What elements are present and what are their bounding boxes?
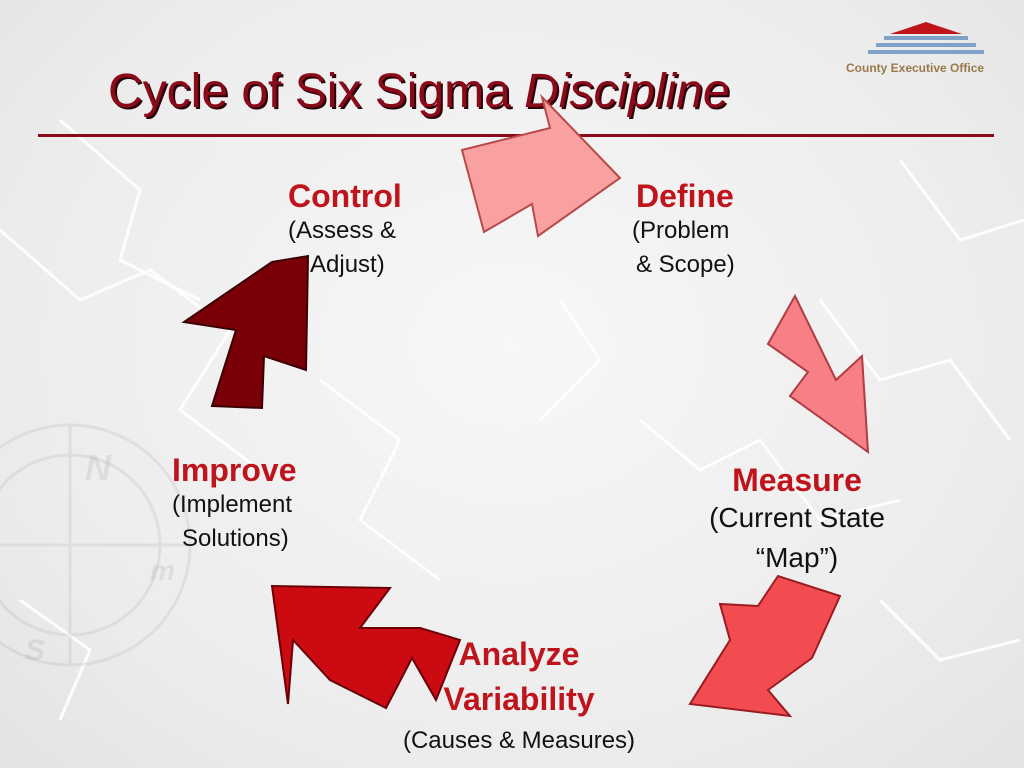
stage-control: Control (Assess & Adjust) xyxy=(288,178,402,282)
stage-measure-name: Measure xyxy=(732,462,862,498)
organization-name: County Executive Office xyxy=(846,61,985,75)
title-emphasis: Discipline xyxy=(524,65,730,118)
stage-improve: Improve (Implement Solutions) xyxy=(172,452,296,556)
stage-measure-detail-1: (Current State xyxy=(709,502,885,533)
improve-arrow xyxy=(270,584,462,710)
stage-control-detail-1: (Assess & xyxy=(288,217,397,244)
stage-measure-detail-2: “Map”) xyxy=(755,542,839,573)
stage-improve-detail-1: (Implement xyxy=(172,491,293,518)
stage-control-detail-2: Adjust) xyxy=(310,251,385,278)
stage-define-detail-1: (Problem xyxy=(632,217,730,244)
stage-define-name: Define xyxy=(636,178,734,214)
stage-analyze: Analyze Variability (Causes & Measures) xyxy=(374,634,664,758)
svg-text:S: S xyxy=(25,634,45,667)
define-arrow xyxy=(460,93,622,238)
stage-analyze-name-1: Analyze xyxy=(458,636,580,672)
stage-measure: Measure (Current State “Map”) xyxy=(686,462,908,578)
county-logo-icon xyxy=(868,22,984,54)
page-title: Cycle of Six Sigma Discipline xyxy=(108,64,730,119)
stage-analyze-name-2: Variability xyxy=(443,681,595,717)
stage-improve-detail-2: Solutions) xyxy=(182,525,289,552)
svg-text:N: N xyxy=(85,447,112,488)
analyze-arrow xyxy=(688,574,842,718)
stage-define-detail-2: & Scope) xyxy=(636,251,735,278)
measure-arrow xyxy=(766,293,870,455)
compass-watermark xyxy=(0,423,192,667)
control-arrow xyxy=(181,254,310,410)
title-main: Cycle of Six Sigma xyxy=(108,65,525,118)
stage-define: Define (Problem & Scope) xyxy=(632,178,735,282)
stage-improve-name: Improve xyxy=(172,452,297,488)
stage-control-name: Control xyxy=(288,178,402,214)
stage-analyze-detail: (Causes & Measures) xyxy=(402,727,636,754)
svg-text:m: m xyxy=(150,555,175,586)
